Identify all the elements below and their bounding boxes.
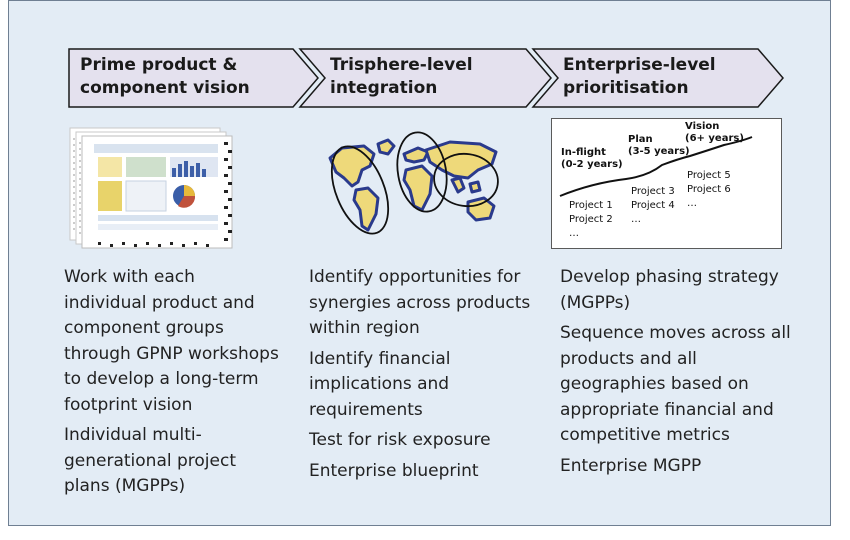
roadmap-project: Project 5	[687, 170, 731, 181]
roadmap-project: Project 3	[631, 186, 675, 197]
stage-2-title: Trisphere-level integration	[330, 55, 473, 98]
stage-2-item: Enterprise blueprint	[309, 460, 479, 481]
chevron-stage-2	[298, 48, 552, 108]
roadmap-project: Project 2	[569, 214, 613, 225]
world-map-regions-image	[328, 131, 499, 235]
roadmap-project: …	[569, 228, 579, 239]
phased-roadmap: In-flight (0-2 years) Plan (3-5 years) V…	[551, 118, 782, 249]
stage-3-item: Develop phasing strategy (MGPPs)	[560, 267, 779, 313]
stage-3-item: Enterprise MGPP	[560, 455, 702, 476]
chevron-stage-3	[531, 48, 784, 108]
stage-3-details: Develop phasing strategy (MGPPs) Sequenc…	[560, 265, 792, 484]
stage-1-details: Work with each individual product and co…	[64, 265, 280, 505]
chevron-stage-1	[68, 48, 319, 108]
roadmap-project: …	[687, 198, 697, 209]
roadmap-curve	[559, 136, 753, 197]
stage-2-item: Identify opportunities for synergies acr…	[309, 267, 531, 338]
process-chevrons	[68, 48, 784, 108]
dashboard-reports-image	[69, 127, 233, 249]
stage-2-item: Test for risk exposure	[309, 430, 491, 450]
stage-1-item: Work with each individual product and co…	[64, 267, 279, 415]
stage-2-details: Identify opportunities for synergies acr…	[309, 265, 533, 489]
roadmap-project: Project 1	[569, 200, 613, 211]
roadmap-project: Project 4	[631, 200, 675, 211]
phase-in-flight-label: In-flight (0-2 years)	[561, 147, 623, 170]
phase-plan-label: Plan (3-5 years)	[628, 134, 690, 157]
stage-1-title: Prime product & component vision	[80, 55, 250, 98]
stage-2-item: Identify financial implications and requ…	[309, 348, 451, 420]
phase-vision-label: Vision (6+ years)	[685, 121, 744, 144]
stage-3-title: Enterprise-level prioritisation	[563, 55, 716, 98]
stage-1-item: Individual multi-generational project pl…	[64, 425, 237, 496]
roadmap-project: Project 6	[687, 184, 731, 195]
roadmap-project: …	[631, 214, 641, 225]
stage-3-item: Sequence moves across all products and a…	[560, 323, 791, 445]
